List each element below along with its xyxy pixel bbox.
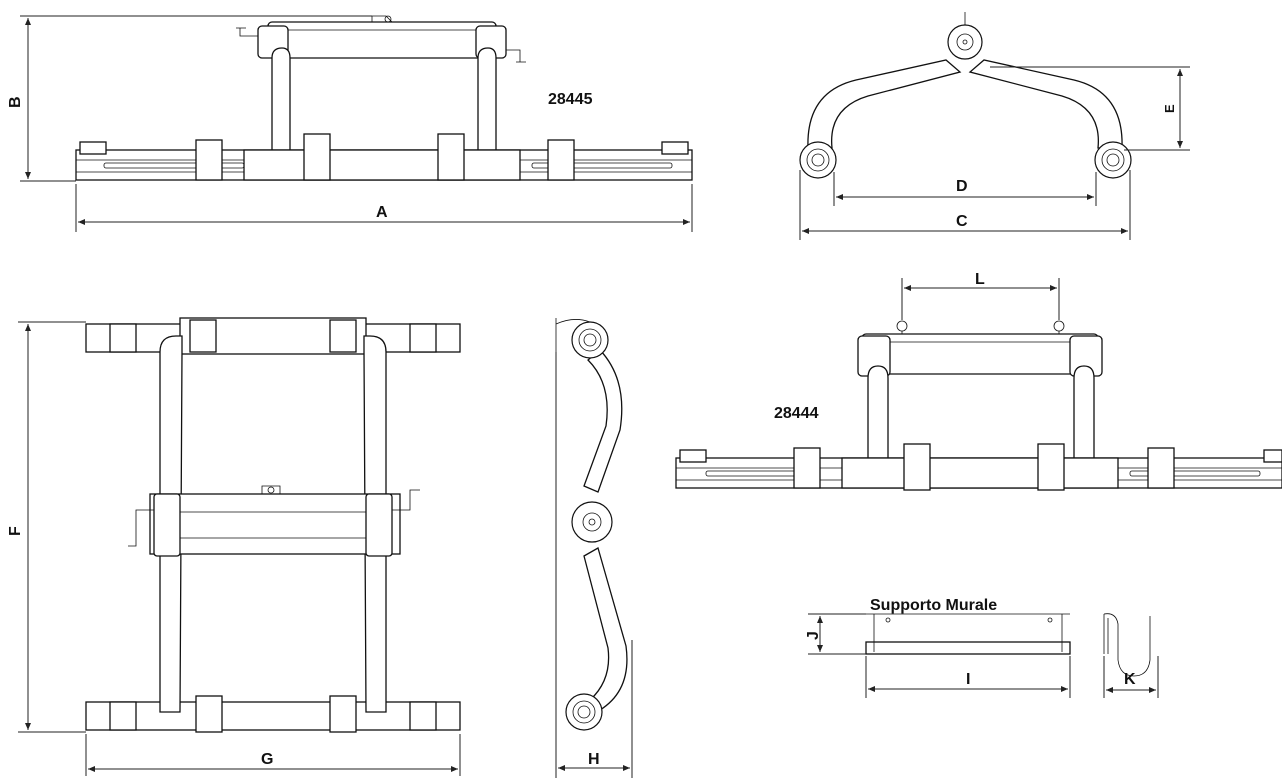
dimension-label-b: B [7, 96, 24, 108]
dimension-label-d: D [956, 178, 968, 195]
dimension-label-h: H [588, 751, 600, 768]
dimension-label-g: G [261, 751, 273, 768]
dimension-label-k: K [1124, 671, 1136, 688]
dimension-label-a: A [376, 204, 388, 221]
view-28445-side: 28445 A B [7, 15, 693, 232]
dimension-label-l: L [975, 271, 985, 288]
model-number-28445: 28445 [548, 91, 593, 108]
dimension-label-j: J [805, 631, 822, 640]
view-28444-side: 28444 L [675, 271, 1282, 491]
dimension-label-i: I [966, 671, 970, 688]
model-number-28444: 28444 [774, 405, 819, 422]
dimension-label-c: C [956, 213, 968, 230]
wall-support-title: Supporto Murale [870, 597, 997, 614]
view-wall-support: Supporto Murale J I K [805, 597, 1159, 698]
view-28445-top: F G [7, 317, 461, 776]
dimension-label-e: E [1162, 104, 1177, 113]
view-end: D C E [799, 12, 1190, 240]
dimension-label-f: F [7, 526, 24, 536]
view-folded-side: H [555, 318, 633, 778]
